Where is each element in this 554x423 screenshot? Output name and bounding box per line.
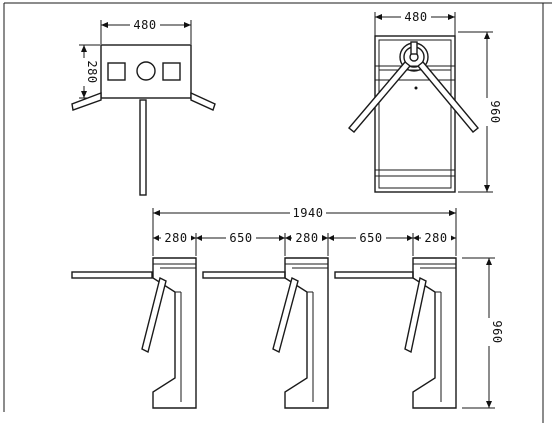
segment-label-5: 280 (424, 231, 447, 245)
turnstile-2-horizontal-arm (202, 271, 286, 279)
top-view-body (100, 44, 192, 99)
front-view-right-arm (417, 61, 479, 133)
side-view: 1940 280 650 280 650 280 960 (71, 206, 504, 409)
front-view: 480 960 (348, 10, 502, 193)
top-view-indicator (136, 61, 156, 81)
turnstile-1 (71, 257, 197, 409)
top-view-depth-label: 280 (85, 60, 99, 83)
front-view-cabinet (374, 35, 456, 193)
top-view-right-arm (190, 91, 216, 111)
top-view-left-reader (107, 62, 126, 81)
turnstile-1-diagonal-arm (141, 276, 167, 354)
front-view-left-arm (348, 61, 411, 133)
segment-label-2: 650 (229, 231, 252, 245)
top-view-left-arm (71, 91, 102, 111)
top-view-width-label: 480 (133, 18, 156, 32)
total-width-label: 1940 (293, 206, 324, 220)
side-height-label: 960 (490, 320, 504, 343)
segment-label-3: 280 (295, 231, 318, 245)
turnstile-3 (334, 257, 457, 409)
segment-label-1: 280 (164, 231, 187, 245)
top-view-right-reader (162, 62, 181, 81)
segment-label-4: 650 (359, 231, 382, 245)
turnstile-3-diagonal-arm (404, 276, 427, 354)
top-view-bottom-arm (139, 99, 147, 196)
front-view-top-arm (410, 41, 418, 55)
front-view-height-label: 960 (488, 100, 502, 123)
turnstile-1-horizontal-arm (71, 271, 153, 279)
top-view: 480 280 (71, 17, 216, 196)
turnstile-2 (202, 257, 329, 409)
front-view-width-label: 480 (404, 10, 427, 24)
turnstile-2-diagonal-arm (272, 276, 299, 354)
turnstile-3-horizontal-arm (334, 271, 414, 279)
